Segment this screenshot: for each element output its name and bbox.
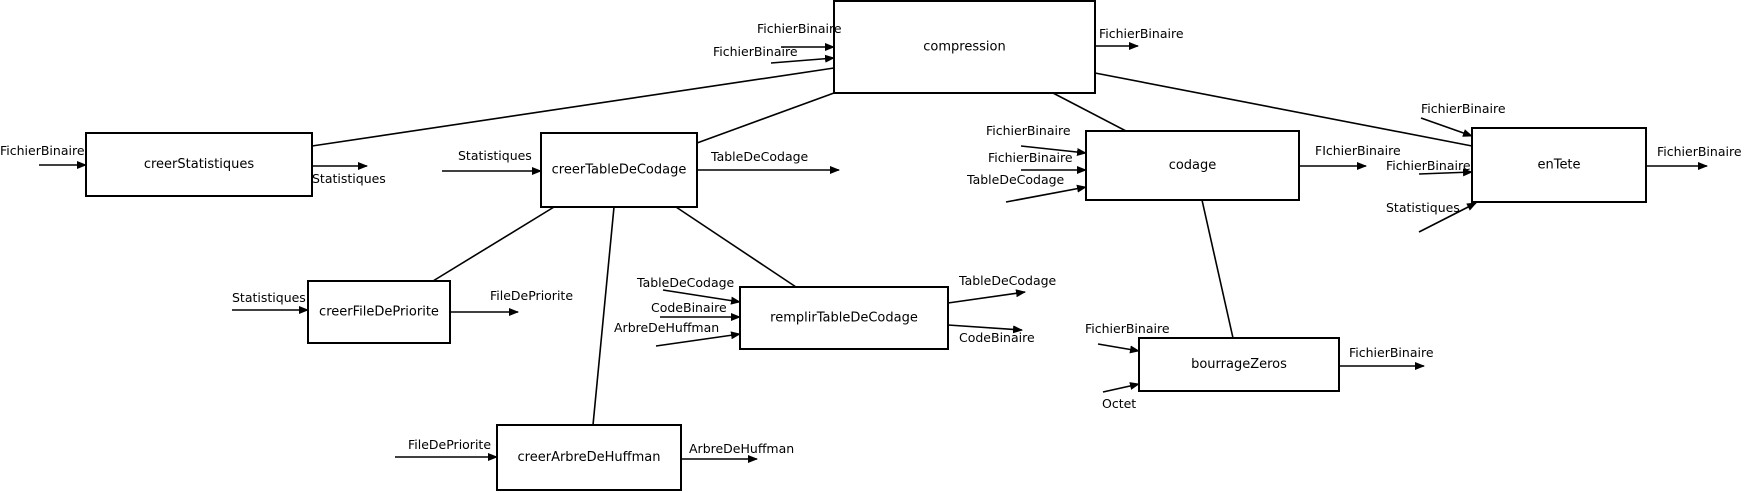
param-label: ArbreDeHuffman	[689, 441, 794, 456]
param-label: FichierBinaire	[1421, 101, 1506, 116]
arrow-codage-in-3	[1005, 184, 1087, 203]
arrow-remplirTableDeCodage-out-2	[947, 324, 1023, 334]
module-creerFileDePriorite[interactable]: creerFileDePriorite	[307, 280, 451, 344]
param-label: FichierBinaire	[1085, 321, 1170, 336]
module-label: creerTableDeCodage	[552, 163, 687, 178]
param-label: Statistiques	[458, 148, 532, 163]
param-label: FichierBinaire	[757, 21, 842, 36]
param-label: FichierBinaire	[0, 143, 85, 158]
arrow-compression-in-2	[770, 54, 835, 64]
param-label: FileDePriorite	[490, 288, 573, 303]
arrow-remplirTableDeCodage-in-1	[662, 289, 741, 305]
param-label: CodeBinaire	[959, 330, 1035, 345]
param-label: TableDeCodage	[958, 273, 1057, 288]
arrow-remplirTableDeCodage-out-1	[947, 289, 1026, 304]
module-label: codage	[1169, 158, 1217, 173]
param-label: FichierBinaire	[1657, 144, 1742, 159]
param-label: FIchierBinaire	[1315, 143, 1401, 158]
param-label: Statistiques	[1386, 200, 1460, 215]
param-label: FileDePriorite	[408, 437, 491, 452]
param-label: FichierBinaire	[713, 44, 798, 59]
arrow-remplirTableDeCodage-in-3	[655, 331, 741, 347]
arrow-bourrageZeros-in-2	[1102, 382, 1140, 393]
param-label: Statistiques	[312, 171, 386, 186]
param-label: TableDeCodage	[966, 172, 1065, 187]
link-compression-codage	[1052, 92, 1127, 132]
module-creerTableDeCodage[interactable]: creerTableDeCodage	[540, 132, 698, 208]
link-compression-creerStatistiques	[311, 67, 835, 147]
param-label: FichierBinaire	[1099, 26, 1184, 41]
link-creerTableDeCodage-remplirTableDeCodage	[675, 206, 797, 288]
arrow-codage-in-1	[1020, 145, 1087, 157]
module-bourrageZeros[interactable]: bourrageZeros	[1138, 337, 1340, 392]
param-label: TableDeCodage	[636, 275, 735, 290]
module-label: bourrageZeros	[1191, 357, 1287, 372]
param-label: FichierBinaire	[986, 123, 1071, 138]
module-creerArbreDeHuffman[interactable]: creerArbreDeHuffman	[496, 424, 682, 491]
arrow-enTete-in-3	[1418, 202, 1477, 233]
module-compression[interactable]: compression	[833, 0, 1096, 94]
link-creerTableDeCodage-creerArbreDeHuffman	[592, 206, 615, 426]
link-compression-enTete	[1094, 72, 1473, 147]
param-label: ArbreDeHuffman	[614, 320, 719, 335]
module-label: creerStatistiques	[144, 157, 255, 172]
module-creerStatistiques[interactable]: creerStatistiques	[85, 132, 313, 197]
arrow-enTete-in-1	[1420, 117, 1473, 137]
module-label: creerArbreDeHuffman	[518, 450, 661, 465]
arrow-enTete-in-2	[1418, 168, 1473, 177]
param-label: CodeBinaire	[651, 300, 727, 315]
module-label: creerFileDePriorite	[319, 305, 439, 320]
module-remplirTableDeCodage[interactable]: remplirTableDeCodage	[739, 286, 949, 350]
module-enTete[interactable]: enTete	[1471, 127, 1647, 203]
param-label: FichierBinaire	[1386, 158, 1471, 173]
param-label: FichierBinaire	[988, 150, 1073, 165]
param-label: Octet	[1102, 396, 1136, 411]
module-codage[interactable]: codage	[1085, 130, 1300, 201]
param-label: FichierBinaire	[1349, 345, 1434, 360]
module-label: enTete	[1537, 158, 1580, 173]
link-creerTableDeCodage-creerFileDePriorite	[432, 206, 555, 282]
module-label: remplirTableDeCodage	[770, 311, 918, 326]
link-compression-creerTableDeCodage	[696, 92, 835, 144]
param-label: Statistiques	[232, 290, 306, 305]
module-label: compression	[923, 40, 1005, 55]
arrow-bourrageZeros-in-1	[1097, 343, 1140, 354]
param-label: TableDeCodage	[710, 149, 809, 164]
link-codage-bourrageZeros	[1201, 199, 1234, 339]
